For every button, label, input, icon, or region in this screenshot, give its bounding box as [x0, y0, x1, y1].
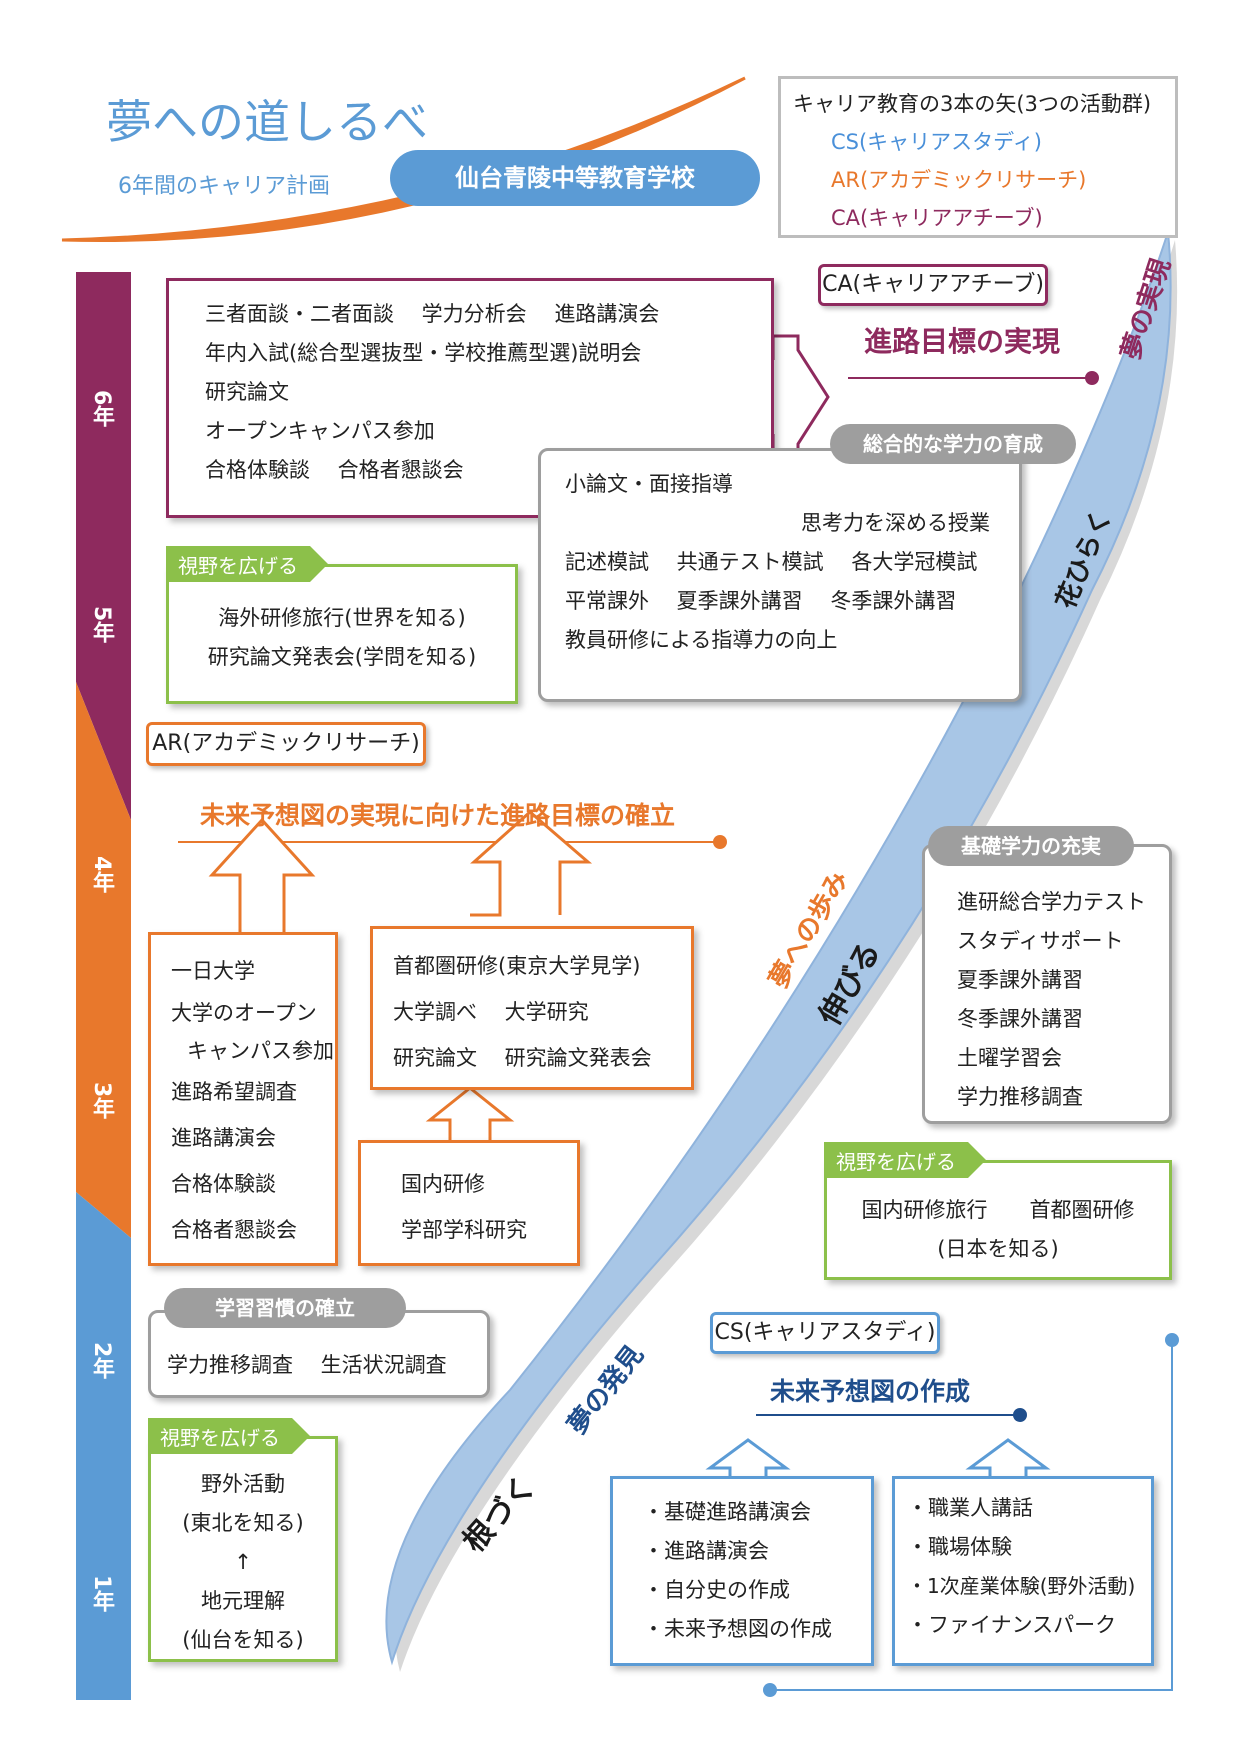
legend-box: キャリア教育の3本の矢(3つの活動群) CS(キャリアスタディ) AR(アカデミ…: [778, 76, 1178, 238]
ar-line-dot: [713, 835, 727, 849]
shiya1-line: (仙台を知る): [182, 1628, 304, 1652]
ca-line: 年内入試(総合型選抜型・学校推薦型選)説明会: [205, 341, 642, 365]
ar-box3-line: 学部学科研究: [401, 1218, 527, 1242]
cs-label: CS(キャリアスタディ): [710, 1312, 940, 1354]
sogo-box: 小論文・面接指導 思考力を深める授業 記述模試 共通テスト模試 各大学冠模試 平…: [538, 448, 1022, 702]
page-title: 夢への道しるべ: [106, 95, 428, 149]
shiya5-line: 研究論文発表会(学問を知る): [207, 645, 477, 669]
year-label-5: 5年: [89, 606, 114, 644]
legend-item-cs: CS(キャリアスタディ): [831, 130, 1042, 154]
shiya3-tag: 視野を広げる: [824, 1142, 986, 1178]
sogo-pill: 総合的な学力の育成: [830, 424, 1076, 464]
shiya1-box: 野外活動 (東北を知る) ↑ 地元理解 (仙台を知る): [148, 1436, 338, 1662]
kiso-line: 土曜学習会: [957, 1046, 1062, 1070]
kiso-line: 進研総合学力テスト: [957, 890, 1146, 914]
school-name-badge: 仙台青陵中等教育学校: [390, 150, 760, 206]
year-label-4: 4年: [89, 856, 114, 894]
ar-box-1: 一日大学 大学のオープン キャンパス参加 進路希望調査 進路講演会 合格体験談 …: [148, 932, 338, 1266]
ca-line: 研究論文: [205, 380, 289, 404]
ar-box-2: 首都圏研修(東京大学見学) 大学調べ 大学研究 研究論文 研究論文発表会: [370, 926, 694, 1090]
ar-box1-line: 進路講演会: [171, 1126, 276, 1150]
ca-line: 合格体験談 合格者懇談会: [205, 458, 464, 482]
ca-right-arrow: [771, 334, 830, 460]
shiya1-line: ↑: [234, 1550, 252, 1574]
ar-box2-line: 大学調べ 大学研究: [393, 1000, 589, 1024]
gakushu-line: 学力推移調査 生活状況調査: [167, 1353, 447, 1377]
cs-box-1: ・基礎進路講演会 ・進路講演会 ・自分史の作成 ・未来予想図の作成: [610, 1476, 874, 1666]
cs-arrow-1: [705, 1438, 791, 1480]
cs-heading: 未来予想図の作成: [770, 1377, 971, 1406]
sogo-line: 記述模試 共通テスト模試 各大学冠模試: [565, 550, 978, 574]
year-label-2: 2年: [89, 1342, 114, 1380]
ar-box1-line: 合格体験談: [171, 1172, 276, 1196]
cs-box2-line: ・ファイナンスパーク: [907, 1613, 1117, 1637]
shiya1-line: 地元理解: [201, 1589, 285, 1613]
legend-item-ca: CA(キャリアアチーブ): [831, 206, 1043, 230]
ar-box1-line: 合格者懇談会: [171, 1218, 297, 1242]
ar-label: AR(アカデミックリサーチ): [146, 722, 426, 766]
sogo-line: 教員研修による指導力の向上: [565, 628, 838, 652]
header-swoosh: [61, 76, 746, 242]
year-bar-ar: [76, 682, 131, 1192]
sogo-line: 思考力を深める授業: [801, 511, 990, 535]
cs-box2-line: ・職業人講話: [907, 1496, 1033, 1520]
ar-arrow-2: [470, 810, 593, 917]
ar-box1-line: 進路希望調査: [171, 1080, 297, 1104]
ca-line-dot: [1085, 371, 1099, 385]
kiso-line: スタディサポート: [957, 929, 1124, 953]
ar-arrow-1: [208, 817, 316, 937]
year-label-3: 3年: [89, 1082, 114, 1120]
kiso-box: 進研総合学力テスト スタディサポート 夏季課外講習 冬季課外講習 土曜学習会 学…: [922, 844, 1172, 1124]
cs-box-2: ・職業人講話 ・職場体験 ・1次産業体験(野外活動) ・ファイナンスパーク: [892, 1476, 1154, 1666]
kiso-pill: 基礎学力の充実: [928, 826, 1134, 866]
shiya5-tag: 視野を広げる: [166, 546, 328, 582]
cs-box2-line: ・職場体験: [907, 1535, 1012, 1559]
ar-box1-line: 一日大学: [171, 959, 255, 983]
ar-box1-line: キャンパス参加: [187, 1039, 334, 1063]
ca-heading: 進路目標の実現: [864, 325, 1061, 358]
ar-heading: 未来予想図の実現に向けた進路目標の確立: [200, 801, 676, 830]
cs-box2-line: ・1次産業体験(野外活動): [907, 1574, 1136, 1598]
kiso-line: 冬季課外講習: [957, 1007, 1083, 1031]
legend-title: キャリア教育の3本の矢(3つの活動群): [793, 92, 1152, 116]
shiya5-line: 海外研修旅行(世界を知る): [218, 606, 466, 630]
shiya1-tag: 視野を広げる: [148, 1418, 310, 1454]
gakushu-pill: 学習習慣の確立: [164, 1288, 406, 1328]
ar-box1-line: 大学のオープン: [171, 1001, 317, 1025]
shiya3-line: (日本を知る): [937, 1237, 1059, 1261]
shiya3-box: 国内研修旅行 首都圏研修 (日本を知る): [824, 1160, 1172, 1280]
shiya3-line: 国内研修旅行 首都圏研修: [861, 1198, 1135, 1222]
shiya5-box: 海外研修旅行(世界を知る) 研究論文発表会(学問を知る): [166, 564, 518, 704]
ca-line: 三者面談・二者面談 学力分析会 進路講演会: [205, 302, 660, 326]
cs-arrow-2: [965, 1438, 1051, 1480]
cs-bracket-line: [770, 1340, 1173, 1691]
year-label-6: 6年: [89, 390, 114, 428]
year-label-1: 1年: [89, 1575, 114, 1613]
year-bar-ca: [76, 272, 131, 682]
cs-line-dot: [1013, 1408, 1027, 1422]
page-subtitle: 6年間のキャリア計画: [118, 174, 330, 199]
ar-box-3: 国内研修 学部学科研究: [358, 1140, 580, 1266]
ca-line: オープンキャンパス参加: [205, 419, 435, 443]
sogo-line: 小論文・面接指導: [565, 472, 733, 496]
ar-box2-line: 研究論文 研究論文発表会: [393, 1046, 652, 1070]
ar-box2-line: 首都圏研修(東京大学見学): [393, 954, 641, 978]
shiya1-line: 野外活動: [201, 1472, 285, 1496]
ar-arrow-3: [425, 1086, 515, 1144]
kiso-line: 夏季課外講習: [957, 968, 1083, 992]
ca-label: CA(キャリアアチーブ): [818, 264, 1048, 306]
kiso-line: 学力推移調査: [957, 1085, 1083, 1109]
legend-item-ar: AR(アカデミックリサーチ): [831, 168, 1087, 192]
sogo-line: 平常課外 夏季課外講習 冬季課外講習: [565, 589, 957, 613]
cs-box1-line: ・基礎進路講演会: [643, 1500, 811, 1524]
cs-box1-line: ・自分史の作成: [643, 1578, 790, 1602]
ar-box3-line: 国内研修: [401, 1172, 485, 1196]
shiya1-line: (東北を知る): [182, 1511, 304, 1535]
cs-box1-line: ・進路講演会: [643, 1539, 769, 1563]
year-bar-cs: [76, 1192, 131, 1700]
cs-box1-line: ・未来予想図の作成: [643, 1617, 832, 1641]
